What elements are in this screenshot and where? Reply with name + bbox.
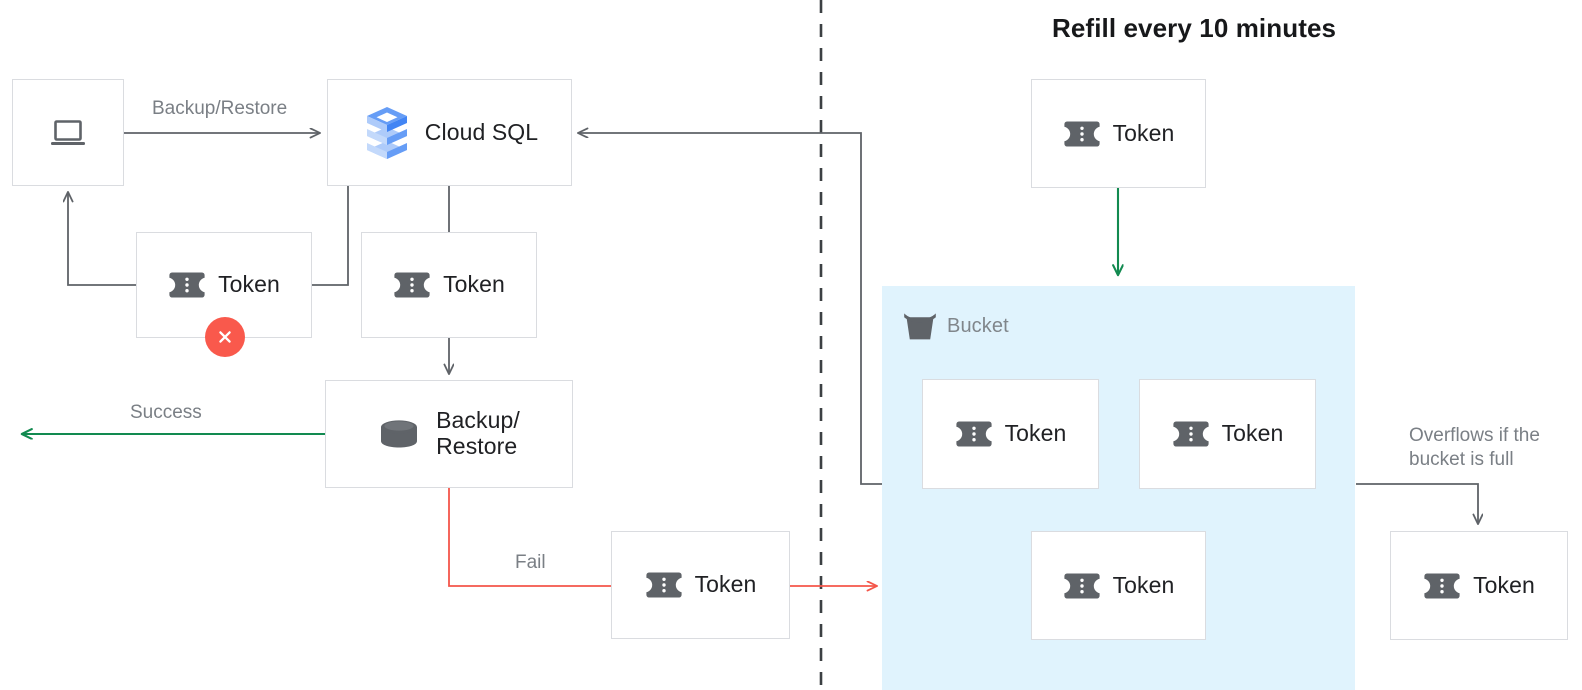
token-icon (169, 272, 205, 298)
edge-bucket-to-cloudsql (578, 133, 882, 485)
edge-cloudsql-to-token-client (312, 186, 349, 286)
node-token-fail[interactable]: Token (611, 531, 790, 639)
edge-token-client-to-client (68, 192, 136, 286)
node-token-sql[interactable]: Token (361, 232, 537, 338)
token-icon (955, 421, 992, 447)
token-icon (394, 272, 430, 298)
page-title: Refill every 10 minutes (1052, 13, 1337, 43)
node-client[interactable] (12, 79, 124, 186)
node-label: Token (443, 271, 505, 298)
node-label: Token (1473, 571, 1535, 598)
node-backup-restore[interactable]: Backup/ Restore (325, 380, 573, 488)
node-label: Token (1004, 420, 1067, 447)
bucket-icon (904, 313, 936, 340)
bucket-label: Bucket (947, 314, 1009, 337)
error-badge (205, 317, 245, 357)
node-label: Cloud SQL (424, 118, 539, 145)
node-label: Token (1221, 420, 1284, 447)
node-label: Token (694, 571, 757, 598)
cloud-sql-icon (366, 106, 407, 159)
node-token-bucket-2[interactable]: Token (1139, 379, 1316, 489)
token-icon (1172, 421, 1209, 447)
token-icon (1063, 121, 1100, 146)
token-icon (1063, 573, 1100, 598)
token-icon (645, 572, 682, 598)
database-icon (381, 420, 418, 448)
node-label: Token (1112, 119, 1175, 146)
token-icon (1424, 573, 1460, 598)
edge-label-overflow: Overflows if the bucket is full (1409, 425, 1540, 471)
node-token-refill[interactable]: Token (1031, 79, 1206, 188)
node-token-bucket-3[interactable]: Token (1031, 531, 1206, 640)
node-token-bucket-1[interactable]: Token (922, 379, 1099, 489)
edge-label-success: Success (130, 402, 202, 423)
edge-label-backup-restore: Backup/Restore (152, 98, 288, 119)
edge-label-fail: Fail (515, 552, 546, 573)
edge-bucket-overflow (1356, 483, 1478, 524)
node-label: Backup/ Restore (436, 407, 520, 459)
laptop-icon (51, 119, 85, 145)
bucket-header: Bucket (903, 311, 1009, 341)
error-x-icon (219, 331, 231, 343)
node-label: Token (218, 271, 280, 298)
node-token-overflow[interactable]: Token (1390, 531, 1568, 640)
node-cloud-sql[interactable]: Cloud SQL (327, 79, 572, 186)
node-label: Token (1112, 571, 1175, 598)
